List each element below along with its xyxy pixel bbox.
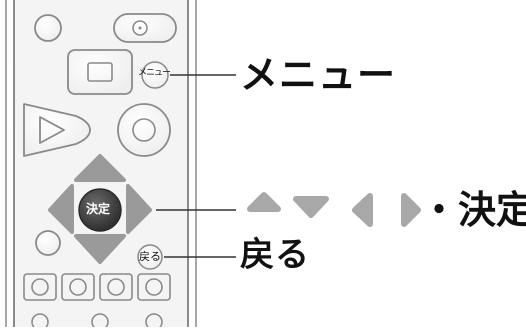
menu-button-label: メニュー [138, 68, 171, 78]
color-button-1[interactable] [23, 273, 57, 301]
pill-button-dot [138, 26, 142, 30]
dpad-left-button[interactable] [48, 184, 74, 234]
callout-down-arrow-icon [293, 196, 329, 218]
record-button[interactable] [117, 103, 171, 157]
pill-button-icon [132, 20, 148, 36]
callout-up-arrow-icon [247, 192, 281, 212]
dpad-right-button[interactable] [126, 184, 152, 234]
pill-button[interactable] [113, 13, 177, 43]
callout-arrows-enter-label: ・決定 [420, 188, 526, 232]
enter-button[interactable] [78, 188, 122, 232]
color-button-4-icon [145, 278, 163, 296]
lower-left-round-button[interactable] [35, 230, 61, 256]
color-button-3[interactable] [99, 273, 133, 301]
callout-right-arrow-icon [401, 193, 421, 227]
menu-button[interactable] [141, 61, 169, 89]
color-button-1-icon [31, 278, 49, 296]
back-button-label: 戻る [139, 250, 161, 263]
top-left-round-button[interactable] [34, 14, 62, 42]
callout-menu-label: メニュー [240, 53, 397, 97]
color-button-2[interactable] [61, 273, 95, 301]
color-button-4[interactable] [137, 273, 171, 301]
back-button[interactable] [137, 244, 163, 270]
callout-left-arrow-icon [352, 193, 373, 227]
callout-back-label: 戻る [240, 235, 310, 275]
color-button-3-icon [107, 278, 125, 296]
square-icon [87, 62, 113, 82]
enter-button-label: 決定 [86, 202, 111, 216]
play-icon [39, 116, 65, 144]
dpad-down-button[interactable] [74, 234, 126, 264]
dpad-up-button[interactable] [74, 154, 126, 182]
record-icon [132, 118, 156, 142]
square-button[interactable] [67, 49, 133, 95]
color-button-2-icon [69, 278, 87, 296]
